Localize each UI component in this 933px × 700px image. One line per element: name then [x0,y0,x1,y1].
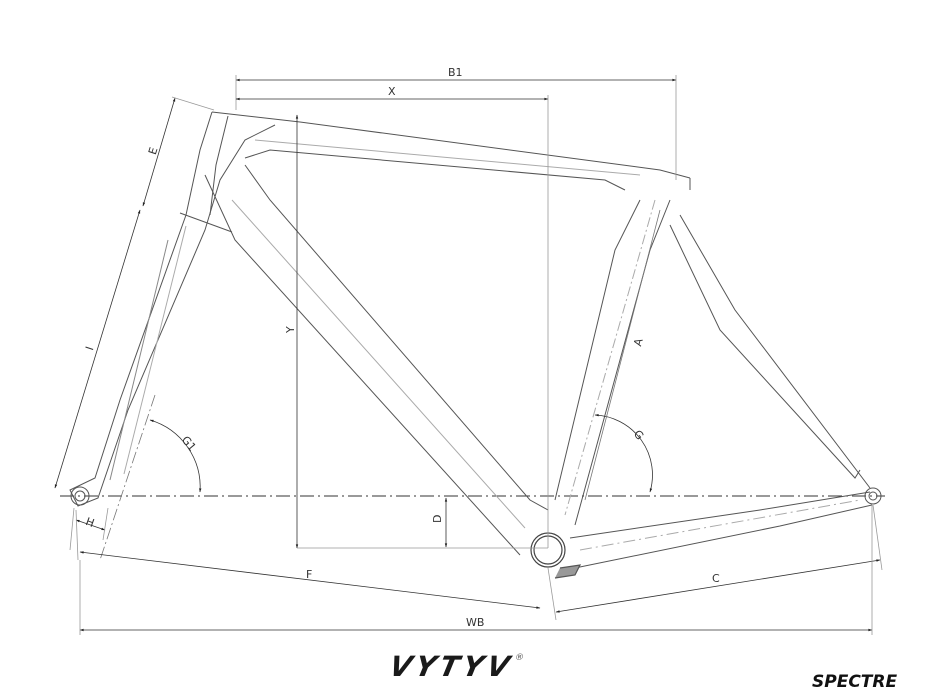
label-x: X [388,85,396,98]
fork-and-headtube [69,111,276,507]
label-d: D [431,515,444,523]
seat-stays [669,178,871,489]
label-c: C [712,572,720,585]
label-y: Y [284,326,297,334]
brand-logo: VYTYV® [386,650,525,683]
dimension-lines [54,75,883,635]
label-h: H [84,515,96,530]
label-g1: G1 [179,434,199,454]
top-tube [211,111,691,191]
label-g: G [631,428,646,443]
label-wb: WB [466,616,484,629]
label-a: A [631,337,646,348]
brand-name: VYTYV [386,650,517,683]
label-f: F [306,568,312,581]
chain-stays [569,487,882,569]
label-i: I [83,345,96,352]
model-name: SPECTRE [812,672,898,692]
label-b1: B1 [448,66,463,79]
down-tube [204,164,549,556]
bottom-bracket [530,532,582,579]
label-e: E [146,146,161,157]
